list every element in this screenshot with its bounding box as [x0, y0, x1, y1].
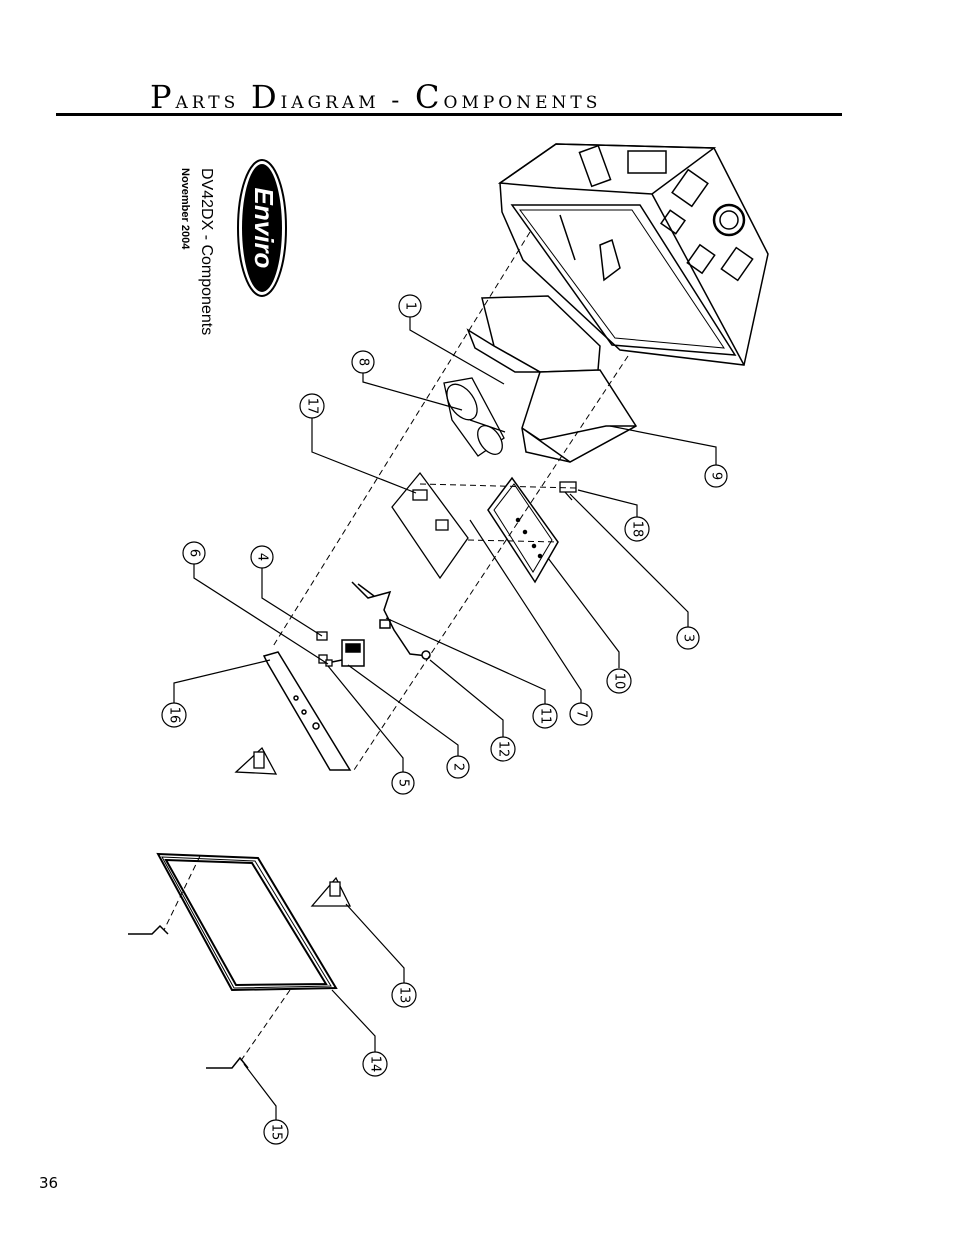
svg-text:3: 3	[681, 634, 696, 642]
model-label: DV42DX - Components	[198, 168, 215, 335]
ember-plate-part	[391, 471, 469, 580]
callout-18: 18	[624, 516, 650, 542]
callout-5: 5	[391, 771, 415, 795]
callout-15: 15	[263, 1119, 289, 1145]
firebox-housing	[497, 143, 769, 366]
page-number: 36	[39, 1174, 59, 1192]
glass-door-part	[156, 852, 338, 992]
callout-11: 11	[532, 703, 558, 729]
svg-text:1: 1	[403, 302, 418, 310]
svg-text:10: 10	[612, 673, 627, 690]
switch-parts	[316, 631, 333, 667]
svg-text:4: 4	[255, 553, 270, 561]
svg-text:11: 11	[538, 708, 553, 725]
logo-text: Enviro	[249, 188, 279, 269]
blower-part	[443, 377, 506, 457]
svg-text:9: 9	[709, 472, 724, 480]
door-latches	[128, 924, 249, 1069]
door-clip-top	[310, 876, 352, 907]
svg-text:13: 13	[397, 987, 412, 1004]
gas-pipe-part	[351, 581, 431, 660]
burner-part	[487, 476, 559, 584]
svg-text:14: 14	[368, 1056, 383, 1073]
svg-text:2: 2	[451, 763, 466, 771]
page-title: Parts Diagram - Components	[150, 78, 602, 116]
svg-text:18: 18	[630, 521, 645, 538]
callout-7: 7	[569, 702, 593, 726]
title-rule	[56, 113, 842, 116]
valve-part	[331, 639, 365, 667]
callout-17: 17	[299, 393, 325, 419]
callout-9: 9	[704, 464, 728, 488]
svg-text:12: 12	[496, 741, 511, 758]
svg-text:6: 6	[187, 549, 202, 557]
callout-4: 4	[250, 545, 274, 569]
callout-2: 2	[446, 755, 470, 779]
callout-14: 14	[362, 1051, 388, 1077]
callout-8: 8	[351, 350, 375, 374]
date-label: November 2004	[179, 168, 191, 250]
pilot-part	[559, 481, 577, 501]
leader-lines	[173, 317, 717, 1120]
svg-text:16: 16	[167, 707, 182, 724]
callout-10: 10	[606, 668, 632, 694]
callout-13: 13	[391, 982, 417, 1008]
baffle-part	[466, 295, 638, 463]
callout-12: 12	[490, 736, 516, 762]
bracket-part	[234, 746, 278, 775]
svg-text:15: 15	[269, 1124, 284, 1141]
svg-text:7: 7	[574, 710, 589, 718]
svg-text:8: 8	[356, 358, 371, 366]
callout-3: 3	[676, 626, 700, 650]
callout-16: 16	[161, 702, 187, 728]
svg-text:17: 17	[305, 398, 320, 415]
callout-6: 6	[182, 541, 206, 565]
enviro-logo: Enviro	[237, 159, 287, 297]
callout-1: 1	[398, 294, 422, 318]
svg-text:5: 5	[396, 779, 411, 787]
control-panel-part	[262, 651, 352, 771]
